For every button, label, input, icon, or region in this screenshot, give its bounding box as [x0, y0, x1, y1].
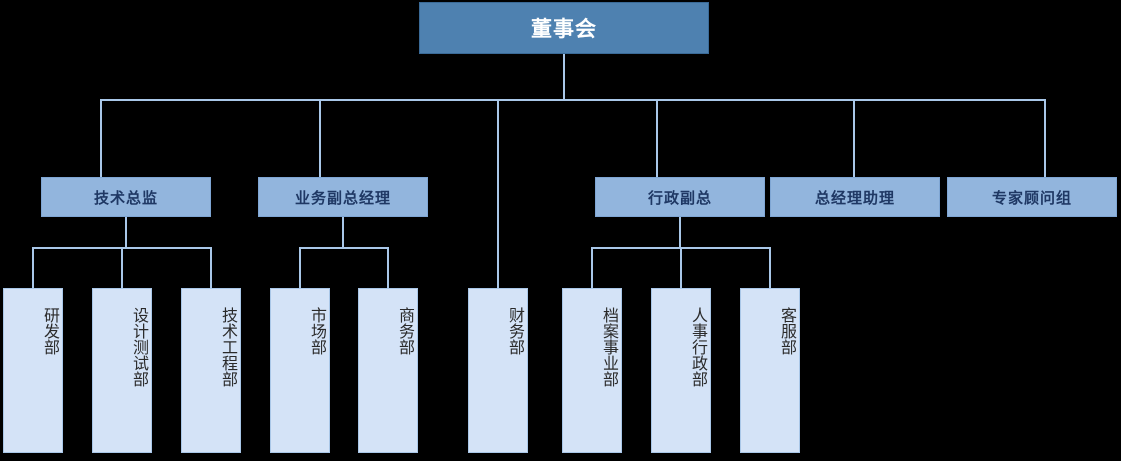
connector-admin-vp-stem	[679, 217, 681, 248]
connector-drop-finance-dept	[497, 99, 499, 288]
node-label: 董事会	[531, 18, 597, 41]
node-label: 设计测试部	[130, 307, 147, 387]
node-rd-dept[interactable]: 研发部	[3, 288, 63, 453]
connector-tech-director-stem	[125, 217, 127, 248]
connector-drop-admin-vp	[656, 99, 658, 177]
node-label: 技术工程部	[219, 307, 236, 387]
connector-root-stem	[563, 54, 565, 100]
connector-drop-rd-dept	[32, 247, 34, 288]
node-label: 技术总监	[93, 189, 158, 207]
node-tech-director[interactable]: 技术总监	[41, 177, 211, 217]
connector-business-vp-stem	[342, 217, 344, 248]
node-business-vp[interactable]: 业务副总经理	[258, 177, 428, 217]
connector-drop-tech-director	[100, 99, 102, 177]
node-gm-assistant[interactable]: 总经理助理	[770, 177, 940, 217]
connector-drop-archives-division	[591, 247, 593, 288]
connector-drop-customer-service-dept	[769, 247, 771, 288]
connector-level2-bus	[100, 99, 1045, 101]
node-label: 业务副总经理	[294, 189, 391, 207]
node-archives-division[interactable]: 档案事业部	[562, 288, 622, 453]
node-commerce-dept[interactable]: 商务部	[358, 288, 418, 453]
node-label: 市场部	[308, 307, 325, 355]
connector-drop-business-vp	[319, 99, 321, 177]
connector-drop-hr-admin-dept	[680, 247, 682, 288]
node-tech-engineering-dept[interactable]: 技术工程部	[181, 288, 241, 453]
connector-drop-commerce-dept	[387, 247, 389, 288]
node-label: 商务部	[396, 307, 413, 355]
node-label: 专家顾问组	[991, 189, 1072, 207]
node-hr-admin-dept[interactable]: 人事行政部	[651, 288, 711, 453]
node-label: 人事行政部	[689, 307, 706, 387]
connector-drop-expert-group	[1044, 99, 1046, 177]
connector-drop-design-test-dept	[121, 247, 123, 288]
node-label: 研发部	[41, 307, 58, 355]
node-label: 档案事业部	[600, 307, 617, 387]
connector-drop-marketing-dept	[299, 247, 301, 288]
connector-drop-tech-engineering-dept	[210, 247, 212, 288]
node-expert-advisory-group[interactable]: 专家顾问组	[947, 177, 1117, 217]
connector-business-vp-bus	[299, 247, 388, 249]
node-customer-service-dept[interactable]: 客服部	[740, 288, 800, 453]
node-label: 总经理助理	[814, 189, 895, 207]
node-finance-dept[interactable]: 财务部	[468, 288, 528, 453]
node-board-of-directors[interactable]: 董事会	[419, 2, 709, 54]
node-label: 客服部	[778, 307, 795, 355]
node-label: 财务部	[506, 307, 523, 355]
connector-drop-gm-assistant	[853, 99, 855, 177]
node-admin-vp[interactable]: 行政副总	[595, 177, 765, 217]
node-marketing-dept[interactable]: 市场部	[270, 288, 330, 453]
node-label: 行政副总	[647, 189, 712, 207]
node-design-test-dept[interactable]: 设计测试部	[92, 288, 152, 453]
